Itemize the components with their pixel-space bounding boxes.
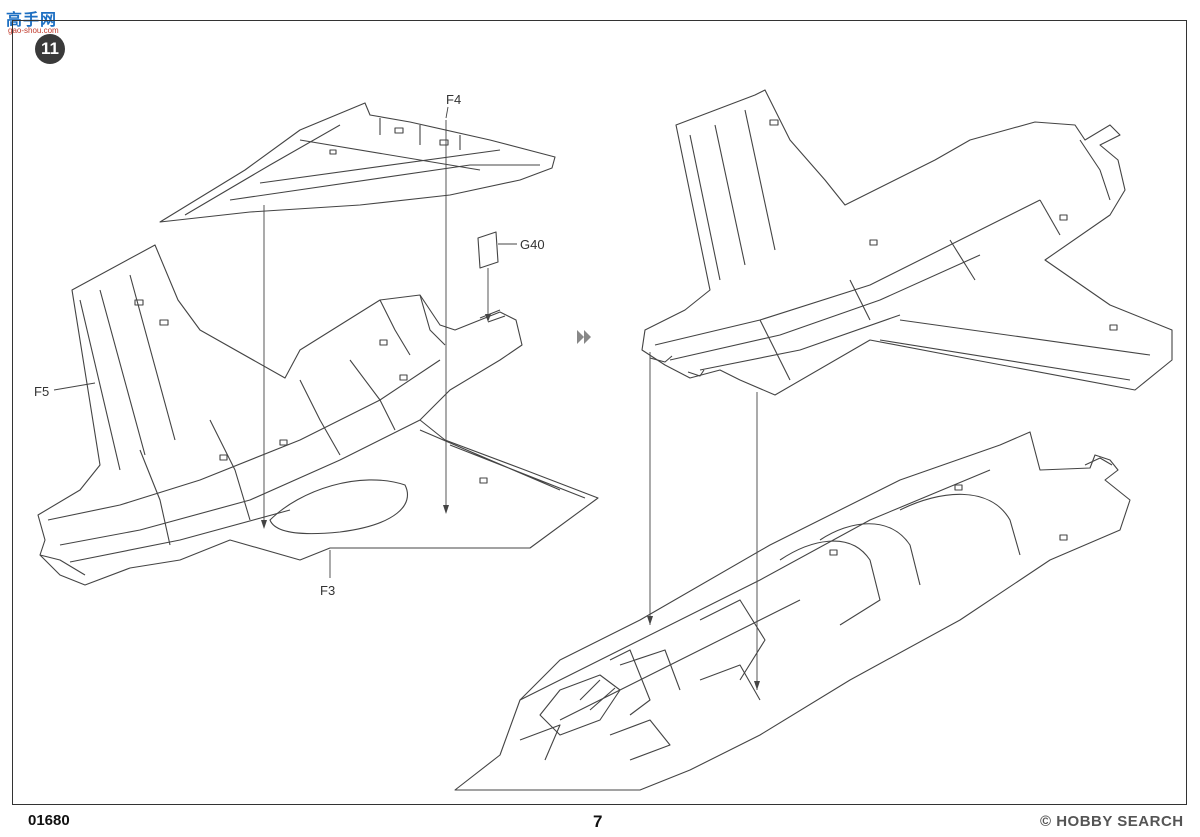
part-f4-drawing [159,102,556,223]
guide-lines [53,106,758,690]
kit-number: 01680 [28,812,70,829]
page-frame [12,20,1187,805]
double-arrow-right-icon [577,330,591,344]
step-number-badge: 11 [35,34,65,64]
part-f3-f5-drawing [37,244,599,586]
part-label-f4: F4 [446,92,462,107]
part-g40-drawing [477,231,499,269]
part-label-f3: F3 [320,583,336,598]
part-label-g40: G40 [520,237,545,252]
hobby-search-watermark: © HOBBY SEARCH [1040,813,1184,830]
page-number: 7 [593,812,603,831]
guide-arrowheads [261,314,760,690]
part-label-f5: F5 [34,384,50,399]
watermark-subtext: gao-shou.com [8,26,59,35]
fuselage-cockpit-drawing [454,431,1131,791]
assembled-wing-drawing [641,89,1173,396]
